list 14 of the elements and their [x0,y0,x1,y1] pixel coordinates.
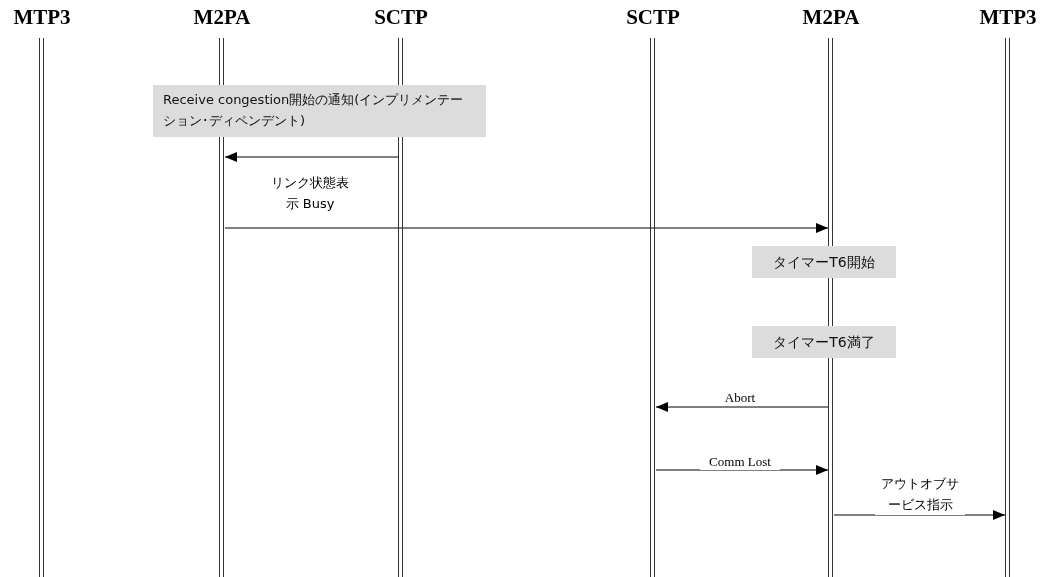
lifeline-header: MTP3 [978,4,1038,30]
message-arrow [224,152,399,162]
lifeline-header: MTP3 [12,4,72,30]
message-arrow [833,510,1006,520]
note-box: Receive congestion開始の通知(インプリメンテーション･ディペンデント) [153,85,486,137]
message-arrow [224,223,829,233]
lifeline-header: M2PA [192,4,252,30]
lifeline-header: M2PA [801,4,861,30]
note-box: タイマーT6満了 [752,326,896,358]
lifeline-header: SCTP [373,4,429,30]
note-box: タイマーT6開始 [752,246,896,278]
message-arrow [655,402,829,412]
lifeline-header: SCTP [625,4,681,30]
message-arrow [655,465,829,475]
